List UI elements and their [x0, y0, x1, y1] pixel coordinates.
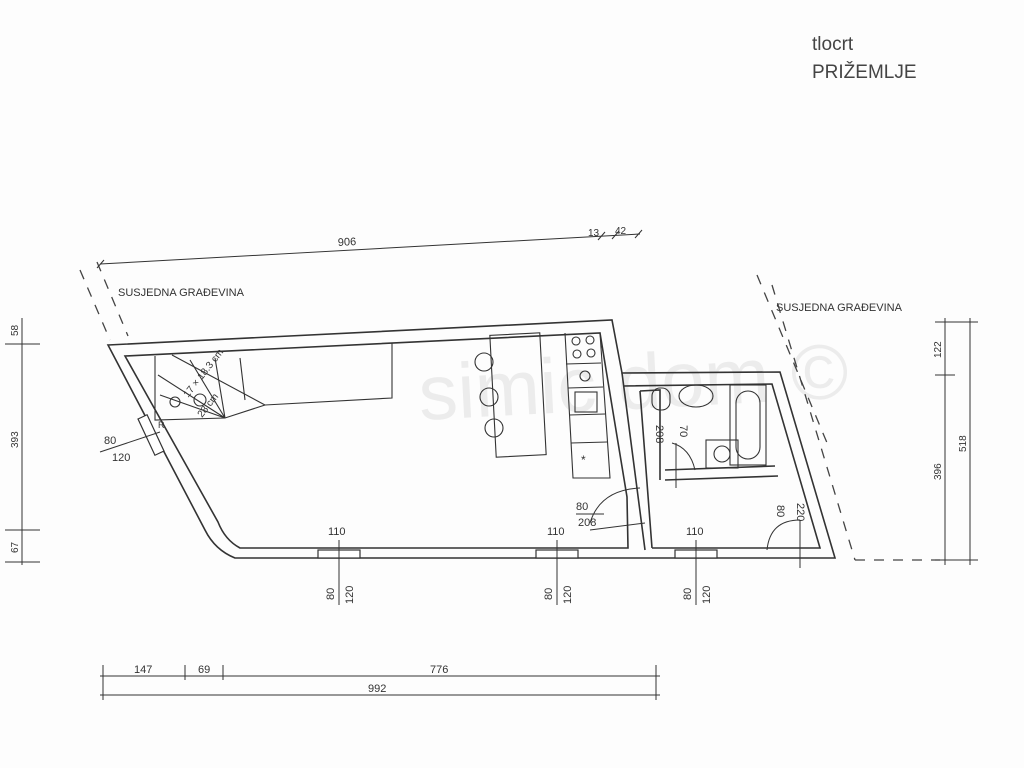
- neighbor-boundary: [79, 261, 940, 561]
- watermark: simic dom ©: [416, 327, 850, 437]
- left-dimension-line: [5, 318, 40, 565]
- dim-top-42: 42: [615, 226, 627, 237]
- window-1-a: 80: [325, 588, 337, 600]
- plan-subtitle: PRIŽEMLJE: [812, 62, 917, 83]
- bottom-dimension-lines: [100, 665, 660, 700]
- door-entry-b: 208: [578, 517, 596, 529]
- window-3-a: 80: [682, 588, 694, 600]
- dim-bottom-776: 776: [430, 664, 448, 676]
- window-2-b: 120: [562, 586, 574, 604]
- door-entry-a: 80: [576, 501, 588, 513]
- door-right-b: 220: [794, 503, 806, 521]
- dim-top-13: 13: [588, 228, 600, 239]
- door-bath-a: 70: [677, 425, 689, 437]
- window-left-b: 120: [112, 452, 130, 464]
- window-1-b: 120: [344, 586, 356, 604]
- doors: [589, 442, 801, 568]
- window-2-width: 110: [547, 526, 565, 538]
- bathroom-fixtures: [651, 384, 767, 469]
- neighbor-right-label: SUSJEDNA GRAĐEVINA: [776, 302, 903, 314]
- dim-bottom-147: 147: [134, 664, 152, 676]
- window-left-a: 80: [104, 435, 116, 447]
- staircase: [154, 343, 393, 421]
- dim-left-393: 393: [10, 431, 21, 448]
- window-3-b: 120: [701, 586, 713, 604]
- window-labels: [99, 431, 697, 605]
- stair-note-rise: 17 × 18.3 cm: [182, 347, 226, 400]
- stair-note-r: R: [158, 420, 165, 430]
- dim-right-396: 396: [933, 463, 944, 480]
- dim-top-906: 906: [338, 236, 357, 249]
- fridge-icon: *: [581, 453, 586, 467]
- dim-bottom-69: 69: [198, 664, 210, 676]
- kitchen-counter: [474, 332, 611, 479]
- dim-left-58: 58: [10, 324, 21, 336]
- plan-title: tlocrt: [812, 34, 854, 55]
- top-dimension-line: [96, 229, 643, 269]
- window-2-a: 80: [543, 588, 555, 600]
- dim-right-122: 122: [933, 341, 944, 358]
- dim-right-518: 518: [958, 435, 969, 452]
- door-bath-b: 208: [653, 425, 665, 443]
- neighbor-left-label: SUSJEDNA GRAĐEVINA: [118, 287, 245, 299]
- dim-bottom-992: 992: [368, 683, 386, 695]
- window-3-width: 110: [686, 526, 704, 538]
- right-dimension-line: [935, 318, 978, 565]
- door-right-a: 80: [774, 505, 786, 517]
- dim-left-67: 67: [10, 541, 21, 553]
- window-1-width: 110: [328, 526, 346, 538]
